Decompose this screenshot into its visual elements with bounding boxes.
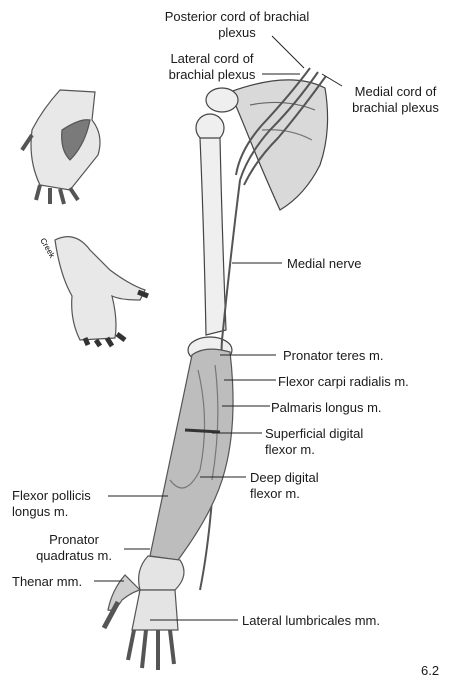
label-pronator-quadratus: Pronator quadratus m.: [24, 532, 124, 564]
label-deep-digital-flexor: Deep digital flexor m.: [250, 470, 340, 502]
inset-hand-palm: [22, 90, 100, 204]
humerus: [188, 88, 238, 363]
label-pronator-teres: Pronator teres m.: [283, 348, 383, 364]
label-lateral-lumbricales: Lateral lumbricales mm.: [242, 613, 380, 629]
label-medial-nerve: Medial nerve: [287, 256, 361, 272]
inset-hand-dorsal: [55, 237, 148, 346]
inset-hand-text: Creek: [38, 237, 57, 261]
label-lateral-cord: Lateral cord of brachial plexus: [152, 51, 272, 83]
scapula: [230, 80, 328, 210]
label-superficial-digital-flexor: Superficial digital flexor m.: [265, 426, 375, 458]
label-posterior-cord: Posterior cord of brachial plexus: [162, 9, 312, 41]
figure-number: 6.2: [421, 663, 439, 679]
label-medial-cord: Medial cord of brachial plexus: [343, 84, 448, 116]
forearm-muscles: [150, 349, 233, 560]
hand: [104, 556, 184, 670]
label-flexor-carpi-radialis: Flexor carpi radialis m.: [278, 374, 409, 390]
label-thenar: Thenar mm.: [12, 574, 82, 590]
label-flexor-pollicis-longus: Flexor pollicis longus m.: [12, 488, 107, 520]
label-palmaris-longus: Palmaris longus m.: [271, 400, 382, 416]
